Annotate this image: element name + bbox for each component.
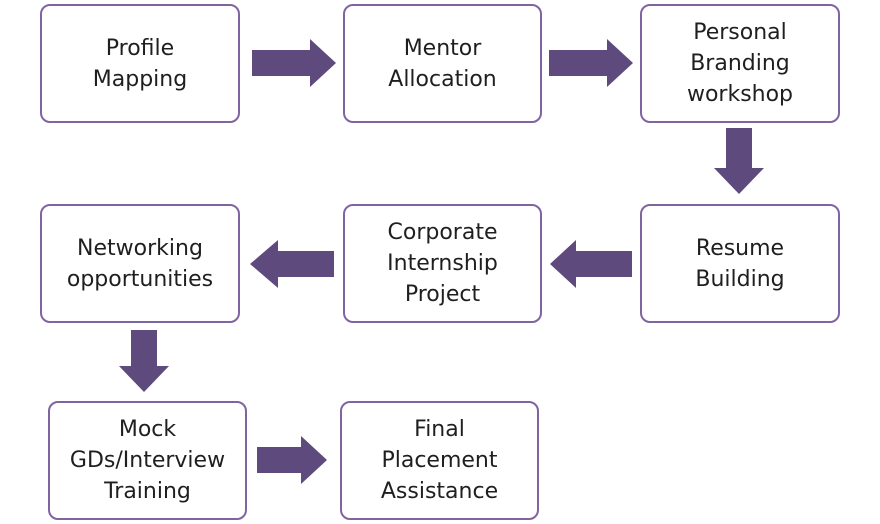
step-mock-gds-interview-training: Mock GDs/Interview Training — [48, 401, 247, 520]
step-label: Final Placement Assistance — [380, 417, 499, 504]
step-profile-mapping: Profile Mapping — [40, 4, 240, 123]
step-label: Personal Branding workshop — [686, 20, 794, 107]
step-mentor-allocation: Mentor Allocation — [343, 4, 542, 123]
arrow-left-icon — [250, 240, 334, 288]
step-personal-branding-workshop: Personal Branding workshop — [640, 4, 840, 123]
step-resume-building: Resume Building — [640, 204, 840, 323]
arrow-down-icon — [714, 128, 764, 194]
arrow-right-icon — [549, 39, 633, 87]
arrow-left-icon — [550, 240, 632, 288]
step-networking-opportunities: Networking opportunities — [40, 204, 240, 323]
step-label: Networking opportunities — [66, 235, 214, 292]
step-label: Resume Building — [695, 235, 785, 292]
step-final-placement-assistance: Final Placement Assistance — [340, 401, 539, 520]
step-label: Mentor Allocation — [388, 35, 497, 92]
arrow-right-icon — [252, 39, 336, 87]
step-label: Corporate Internship Project — [387, 220, 498, 307]
step-label: Profile Mapping — [92, 35, 188, 92]
arrow-right-icon — [257, 436, 327, 484]
arrow-down-icon — [119, 330, 169, 392]
step-label: Mock GDs/Interview Training — [69, 417, 226, 504]
step-corporate-internship-project: Corporate Internship Project — [343, 204, 542, 323]
